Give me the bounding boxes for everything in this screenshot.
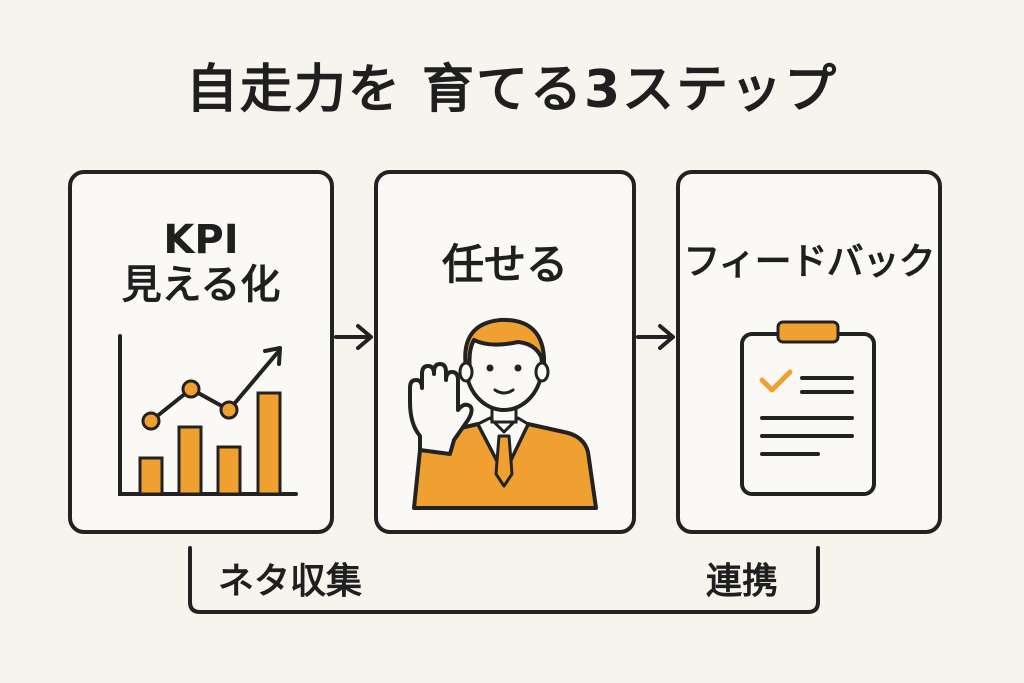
person-icon bbox=[408, 317, 598, 510]
bracket-label-collect-ideas: ネタ収集 bbox=[218, 561, 363, 602]
bracket-label-coordination: 連携 bbox=[706, 561, 779, 602]
clipboard-checklist-icon bbox=[740, 320, 876, 496]
bar-chart-icon bbox=[118, 334, 298, 496]
step-label-feedback: フィードバック bbox=[683, 240, 935, 283]
step-card-feedback: フィードバック bbox=[676, 170, 942, 534]
step-card-delegate: 任せる bbox=[374, 170, 636, 534]
arrow-right-icon bbox=[636, 324, 675, 350]
step-label-visualize: 見える化 bbox=[121, 262, 281, 308]
page-title: 自走力を 育てる3ステップ bbox=[185, 60, 839, 120]
step-label-kpi: KPI bbox=[163, 217, 239, 263]
bracket-connector bbox=[188, 546, 820, 614]
arrow-right-icon bbox=[334, 324, 373, 350]
step-label-delegate: 任せる bbox=[441, 240, 568, 289]
step-card-kpi: KPI 見える化 bbox=[68, 170, 334, 534]
